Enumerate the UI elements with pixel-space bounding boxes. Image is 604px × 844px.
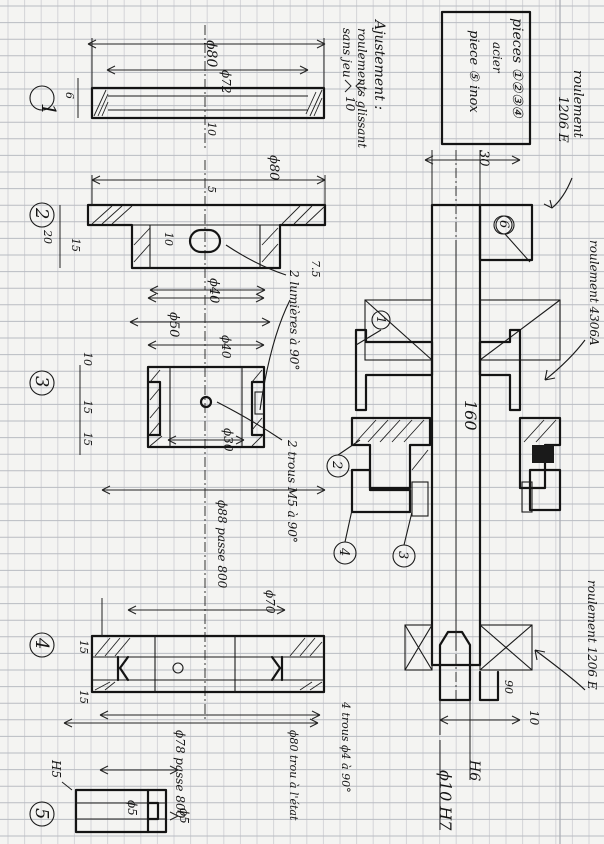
part-3-w15b: 15 (81, 432, 94, 446)
part-4-outline (90, 634, 326, 694)
part-4-w15a: 15 (77, 640, 90, 654)
part-4-d70: ϕ70 (263, 590, 277, 614)
part-4-d88: ϕ88 passe 800 (215, 500, 229, 589)
bearing-bottom-label: roulement 1206 E (585, 580, 599, 690)
part-1-number: 1 (37, 103, 61, 116)
note-line2: acier (490, 42, 504, 74)
assembly-h6: H6 (466, 759, 482, 781)
assembly-callout-3-text: 3 (395, 551, 410, 559)
part-3-w10: 10 (81, 352, 94, 366)
part-4-w15b: 15 (77, 690, 90, 704)
part-1-circle (29, 85, 55, 111)
part-3-d40a: ϕ40 (206, 278, 221, 303)
assembly-drawing (350, 150, 562, 735)
assembly-callout-1-text: 1 (374, 316, 388, 324)
part-1-w6: 6 (63, 92, 76, 99)
part-1-w10: 10 (343, 96, 357, 112)
top-bearing-block (478, 203, 534, 262)
assembly-callout-2-text: 2 (329, 460, 344, 469)
part-2-w20: 20 (41, 229, 54, 244)
bearing-middle-leader (544, 339, 586, 381)
part-4-note: 4 trous ϕ4 à 90° (339, 701, 352, 793)
part-2-d80: ϕ80 (266, 155, 281, 180)
part-2-circle (29, 202, 55, 228)
part-5-circle (29, 801, 55, 827)
part-2-note: 2 lumières à 90° (287, 269, 301, 370)
part-2-v10b: 10 (162, 232, 175, 246)
part-5-outline (74, 788, 168, 834)
bearing-top-leader (543, 177, 573, 209)
part-1-drawing (77, 25, 363, 150)
assembly-part-1 (354, 328, 434, 412)
part-5-number: 5 (31, 808, 52, 819)
material-note-box (440, 10, 532, 146)
ajustement-line2: sans jeu (340, 28, 354, 78)
part-2-number: 2 (31, 207, 52, 219)
part-4-number: 4 (31, 637, 52, 649)
assembly-part-2 (350, 416, 432, 490)
part-1-d80: ϕ80 (203, 40, 219, 67)
bearing-middle-label: roulement 4306A (587, 240, 601, 346)
part-5-h5: H5 (49, 759, 63, 778)
assembly-callout-1 (371, 310, 391, 330)
part-1-d72: ϕ72 (219, 70, 233, 93)
assembly-l30: 30 (476, 150, 491, 167)
part-4-d80: ϕ80 trou à l'état (287, 730, 300, 821)
part-3-w15a: 15 (81, 400, 94, 414)
part-3-number: 3 (31, 376, 52, 387)
part-6-number: 6 (496, 220, 511, 228)
part-2-outline (86, 203, 327, 270)
ajustement-line1: roulements glissant (355, 28, 369, 148)
part-1-outline (90, 86, 326, 120)
part-6-circle (493, 215, 513, 235)
note-line1: pieces ①②③④ (509, 18, 525, 119)
part-5-d5b: ϕ5 (177, 808, 191, 824)
part-3-note-leader (216, 401, 283, 441)
part-4-d78: ϕ78 passe 800 (173, 730, 187, 819)
part-3-hole (199, 395, 213, 409)
assembly-l160: 160 (461, 400, 480, 431)
part-2-w15: 15 (69, 238, 82, 252)
assembly-shaft-fit-lines (439, 735, 471, 830)
part-3-d30: ϕ30 (221, 428, 235, 452)
part-3-d50: ϕ50 (166, 312, 181, 337)
part-5-drawing (61, 765, 179, 834)
bearing-bottom-leader (534, 649, 586, 691)
note-line3: piece ⑤ inox (466, 30, 481, 113)
part-2-note-leader (225, 244, 291, 411)
part-3-note: 2 trous M5 à 90° (285, 439, 299, 543)
ajustement-title: Ajustement : (371, 18, 387, 110)
part-4-circle (29, 632, 55, 658)
assembly-w10: 10 (527, 710, 541, 726)
part-3-drawing (79, 293, 271, 470)
part-3-circle (29, 370, 55, 396)
bearing-top-line1: roulement (570, 70, 585, 139)
bearing-top-line2: 1206 E (555, 96, 570, 143)
part-5-d5a: ϕ5 (125, 800, 139, 816)
part-2-slot (188, 228, 222, 254)
part-4-drawing (63, 470, 326, 728)
part-2-drawing (59, 160, 327, 295)
assembly-callout-leaders (337, 329, 413, 546)
part-2-v10a: 10 (205, 122, 218, 136)
part-2-v7-5: 7.5 (309, 260, 322, 278)
assembly-w90: 90 (502, 680, 515, 694)
part-3-d40b: ϕ40 (219, 335, 233, 359)
assembly-d10-h7: ϕ10 H7 (436, 770, 455, 831)
assembly-callout-4-text: 4 (336, 547, 351, 556)
part-2-v5: 5 (205, 186, 218, 193)
